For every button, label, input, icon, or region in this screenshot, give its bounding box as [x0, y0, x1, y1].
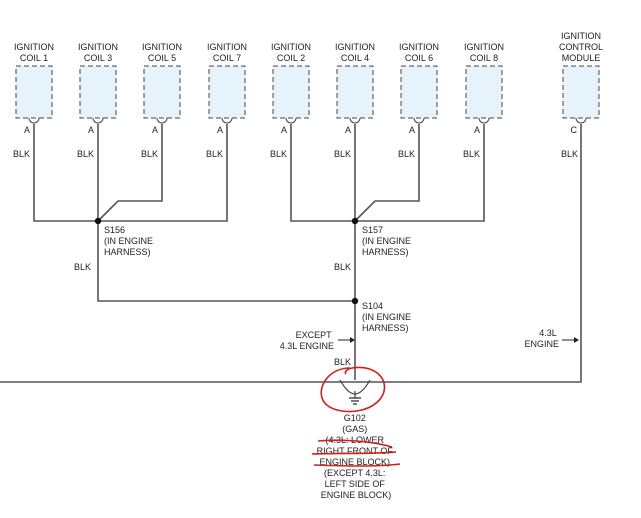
connector-icon: [92, 117, 104, 124]
coil-2-wire-color: BLK: [270, 149, 287, 159]
coil-3-box: [79, 65, 117, 119]
coil-1-box: [15, 65, 53, 119]
wire-bank-left: [33, 124, 228, 222]
splice-s104-node: [351, 297, 359, 305]
wire-coil-6: [354, 124, 420, 222]
splice-s157-node: [351, 217, 359, 225]
splice-s157-wire-label: BLK: [334, 262, 351, 272]
coil-5-wire-color: BLK: [141, 149, 158, 159]
coil-5-box: [143, 65, 181, 119]
coil-8-wire-color: BLK: [463, 149, 480, 159]
coil-8-pin: A: [474, 125, 480, 135]
module-wire-color: BLK: [561, 149, 578, 159]
coil-3-wire-color: BLK: [77, 149, 94, 159]
coil-8-box: [465, 65, 503, 119]
coil-1-pin: A: [24, 125, 30, 135]
coil-4-pin: A: [345, 125, 351, 135]
except-43l-label: EXCEPT 4.3L ENGINE: [280, 330, 334, 351]
splice-s104-wire-label: BLK: [334, 357, 351, 367]
splice-s156-label: S156 (IN ENGINE HARNESS): [104, 225, 156, 257]
arrow-right-icon: [562, 337, 579, 343]
coil-7-box: [208, 65, 246, 119]
43l-engine-label: 4.3L ENGINE: [524, 328, 559, 349]
coil-7-wire-color: BLK: [206, 149, 223, 159]
splice-s156-wire-label: BLK: [74, 262, 91, 272]
coil-7-pin: A: [217, 125, 223, 135]
red-strike-annotation: [317, 439, 393, 448]
coil-2-pin: A: [281, 125, 287, 135]
splice-s157-label: S157 (IN ENGINE HARNESS): [362, 225, 414, 257]
connector-icon: [575, 117, 587, 124]
coil-6-box: [400, 65, 438, 119]
coil-3-pin: A: [88, 125, 94, 135]
wire-module-to-ground: [0, 124, 582, 383]
ground-eyelet-icon: [339, 379, 371, 395]
connector-icon: [221, 117, 233, 124]
coil-4-wire-color: BLK: [334, 149, 351, 159]
connector-icon: [285, 117, 297, 124]
connector-icon: [478, 117, 490, 124]
connector-icon: [156, 117, 168, 124]
splice-s156-node: [94, 217, 102, 225]
coil-1-wire-color: BLK: [13, 149, 30, 159]
wires: [0, 124, 582, 383]
connector-icon: [413, 117, 425, 124]
coil-4-box: [336, 65, 374, 119]
wire-s156-to-s104: [97, 221, 355, 302]
red-strike-annotation: [313, 463, 401, 467]
red-circle-annotation: [320, 366, 386, 413]
coil-6-wire-color: BLK: [398, 149, 415, 159]
connector-icon: [28, 117, 40, 124]
splice-s104-label: S104 (IN ENGINE HARNESS): [362, 301, 414, 333]
coil-6-pin: A: [409, 125, 415, 135]
module-box: [562, 65, 600, 119]
red-strike-annotation: [311, 451, 397, 455]
ground-g102-label: G102 (GAS) (4.3L: LOWER RIGHT FRONT OF E…: [317, 413, 396, 500]
coil-5-pin: A: [152, 125, 158, 135]
coil-2-box: [272, 65, 310, 119]
arrow-right-icon: [338, 337, 355, 343]
wire-coil-5: [97, 124, 163, 222]
wire-bank-right: [290, 124, 485, 222]
module-pin: C: [571, 125, 578, 135]
connector-icon: [349, 117, 361, 124]
